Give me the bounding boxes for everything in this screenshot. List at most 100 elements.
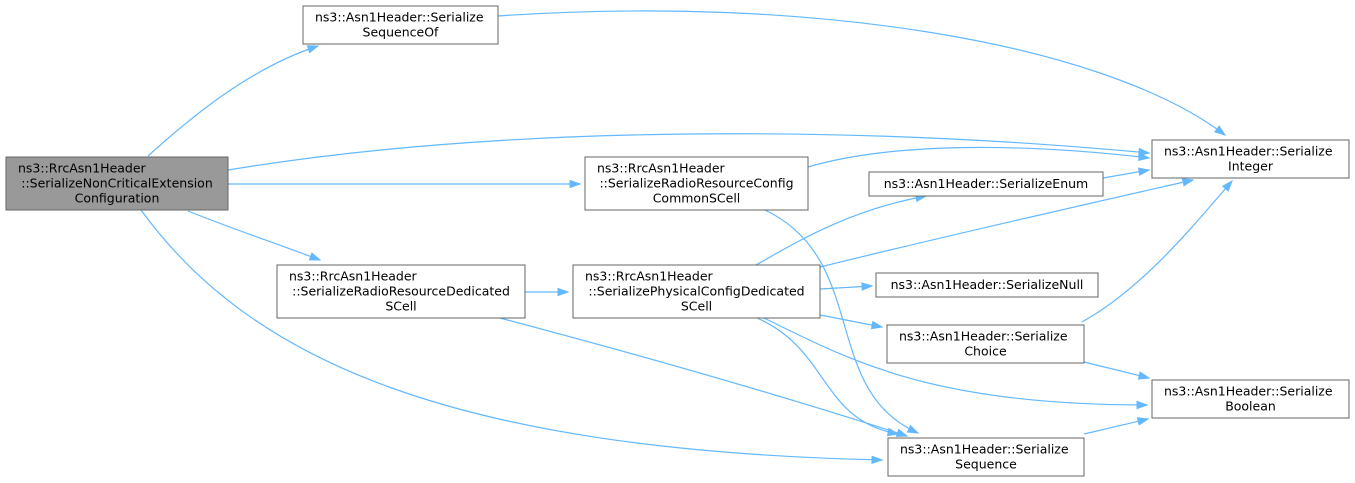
edge-line [755, 195, 927, 266]
node-box [584, 156, 809, 211]
arrowhead [569, 179, 582, 189]
edge-sequence-to-boolean [1083, 417, 1150, 435]
node-box [1151, 379, 1350, 419]
edge-line [147, 45, 319, 157]
edge-rrcded-to-sequence [499, 317, 909, 437]
edge-line [227, 133, 1150, 171]
node-label-line: ns3::RrcAsn1Header [585, 269, 714, 284]
node-box [1151, 139, 1350, 179]
node-rrccommon[interactable]: ns3::RrcAsn1Header::SerializeRadioResour… [584, 156, 809, 211]
node-box [302, 5, 499, 45]
node-physded[interactable]: ns3::RrcAsn1Header::SerializePhysicalCon… [572, 264, 821, 319]
node-label-line: Boolean [1225, 399, 1276, 414]
edge-line [807, 146, 1150, 168]
edge-physded-to-choice [819, 314, 884, 330]
edge-line [1083, 418, 1149, 435]
arrowhead [1136, 400, 1149, 410]
node-label-line: CommonSCell [653, 191, 741, 206]
arrowhead [861, 282, 874, 291]
node-label-line: Configuration [75, 191, 160, 206]
edges-layer [140, 10, 1233, 465]
arrowhead [870, 320, 884, 330]
node-label-line: SCell [385, 299, 416, 314]
node-box [886, 324, 1085, 364]
node-label-line: ns3::Asn1Header::Serialize [899, 329, 1068, 344]
arrowhead [906, 424, 920, 434]
nodes-layer: ns3::RrcAsn1Header::SerializeNonCritical… [5, 5, 1350, 477]
node-root: ns3::RrcAsn1Header::SerializeNonCritical… [5, 156, 229, 211]
edge-line [1081, 180, 1233, 323]
node-box [5, 156, 229, 211]
edge-root-to-rrccommon [228, 179, 582, 189]
edge-line [819, 179, 1194, 268]
edge-root-to-seqof [147, 45, 320, 157]
node-box [572, 264, 821, 319]
edge-line [499, 317, 908, 437]
node-box [887, 437, 1085, 477]
edge-choice-to-boolean [1083, 361, 1151, 380]
edge-line [1083, 361, 1150, 379]
arrowhead [1137, 371, 1151, 380]
arrowhead [895, 428, 909, 437]
node-label-line: Sequence [955, 457, 1017, 472]
arrowhead [1181, 178, 1195, 187]
node-label-line: Integer [1228, 159, 1274, 174]
edge-line [140, 209, 883, 461]
node-label-line: ::SerializePhysicalConfigDedicated [588, 284, 804, 299]
edge-physded-to-null [819, 282, 874, 291]
node-label-line: ns3::Asn1Header::Serialize [1164, 144, 1333, 159]
node-label-line: ::SerializeNonCriticalExtension [21, 176, 213, 191]
node-box [875, 272, 1099, 298]
node-rrcded[interactable]: ns3::RrcAsn1Header::SerializeRadioResour… [276, 264, 526, 319]
node-label-line: ns3::Asn1Header::Serialize [1164, 384, 1333, 399]
edge-rrccommon-to-integer [807, 146, 1151, 168]
node-label-line: ns3::Asn1Header::Serialize [315, 10, 484, 25]
arrowhead [1137, 167, 1151, 177]
node-box [868, 171, 1104, 197]
node-label-line: ns3::RrcAsn1Header [18, 161, 147, 176]
node-label-line: ::SerializeRadioResourceDedicated [292, 284, 510, 299]
edge-enum-to-integer [1102, 167, 1151, 179]
arrowhead [871, 455, 884, 465]
edge-line [756, 317, 899, 435]
arrowhead [1214, 125, 1227, 136]
arrowhead [308, 252, 322, 261]
node-label-line: ns3::Asn1Header::Serialize [900, 442, 1069, 457]
node-label-line: ns3::Asn1Header::SerializeNull [891, 277, 1084, 292]
edge-root-to-rrcded [187, 210, 322, 261]
edge-seqof-to-integer [497, 10, 1227, 136]
arrowhead [886, 427, 900, 437]
node-label-line: Choice [964, 344, 1007, 359]
arrowhead [1138, 152, 1151, 162]
node-label-line: SequenceOf [363, 25, 439, 40]
node-box [276, 264, 526, 319]
edge-choice-to-integer [1081, 179, 1233, 323]
node-label-line: SCell [681, 299, 712, 314]
node-label-line: ::SerializeRadioResourceConfig [599, 176, 793, 191]
arrowhead [306, 45, 320, 54]
edge-root-to-sequence [140, 209, 884, 465]
edge-physded-to-boolean [763, 317, 1149, 410]
node-null[interactable]: ns3::Asn1Header::SerializeNull [875, 272, 1099, 298]
node-label-line: ns3::Asn1Header::SerializeEnum [884, 176, 1088, 191]
arrowhead [557, 287, 570, 297]
edge-rrccommon-to-sequence [764, 209, 920, 434]
node-enum[interactable]: ns3::Asn1Header::SerializeEnum [868, 171, 1104, 197]
edge-line [764, 209, 919, 434]
edge-line [187, 210, 321, 261]
edge-line [763, 317, 1148, 406]
arrowhead [1136, 417, 1150, 426]
arrowhead [1221, 179, 1233, 192]
edge-rrcded-to-physded [525, 287, 570, 297]
edge-physded-to-sequence [756, 317, 900, 437]
node-label-line: ns3::RrcAsn1Header [597, 161, 726, 176]
edge-physded-to-integer [819, 178, 1195, 268]
edge-line [819, 314, 883, 328]
edge-line [497, 10, 1226, 136]
